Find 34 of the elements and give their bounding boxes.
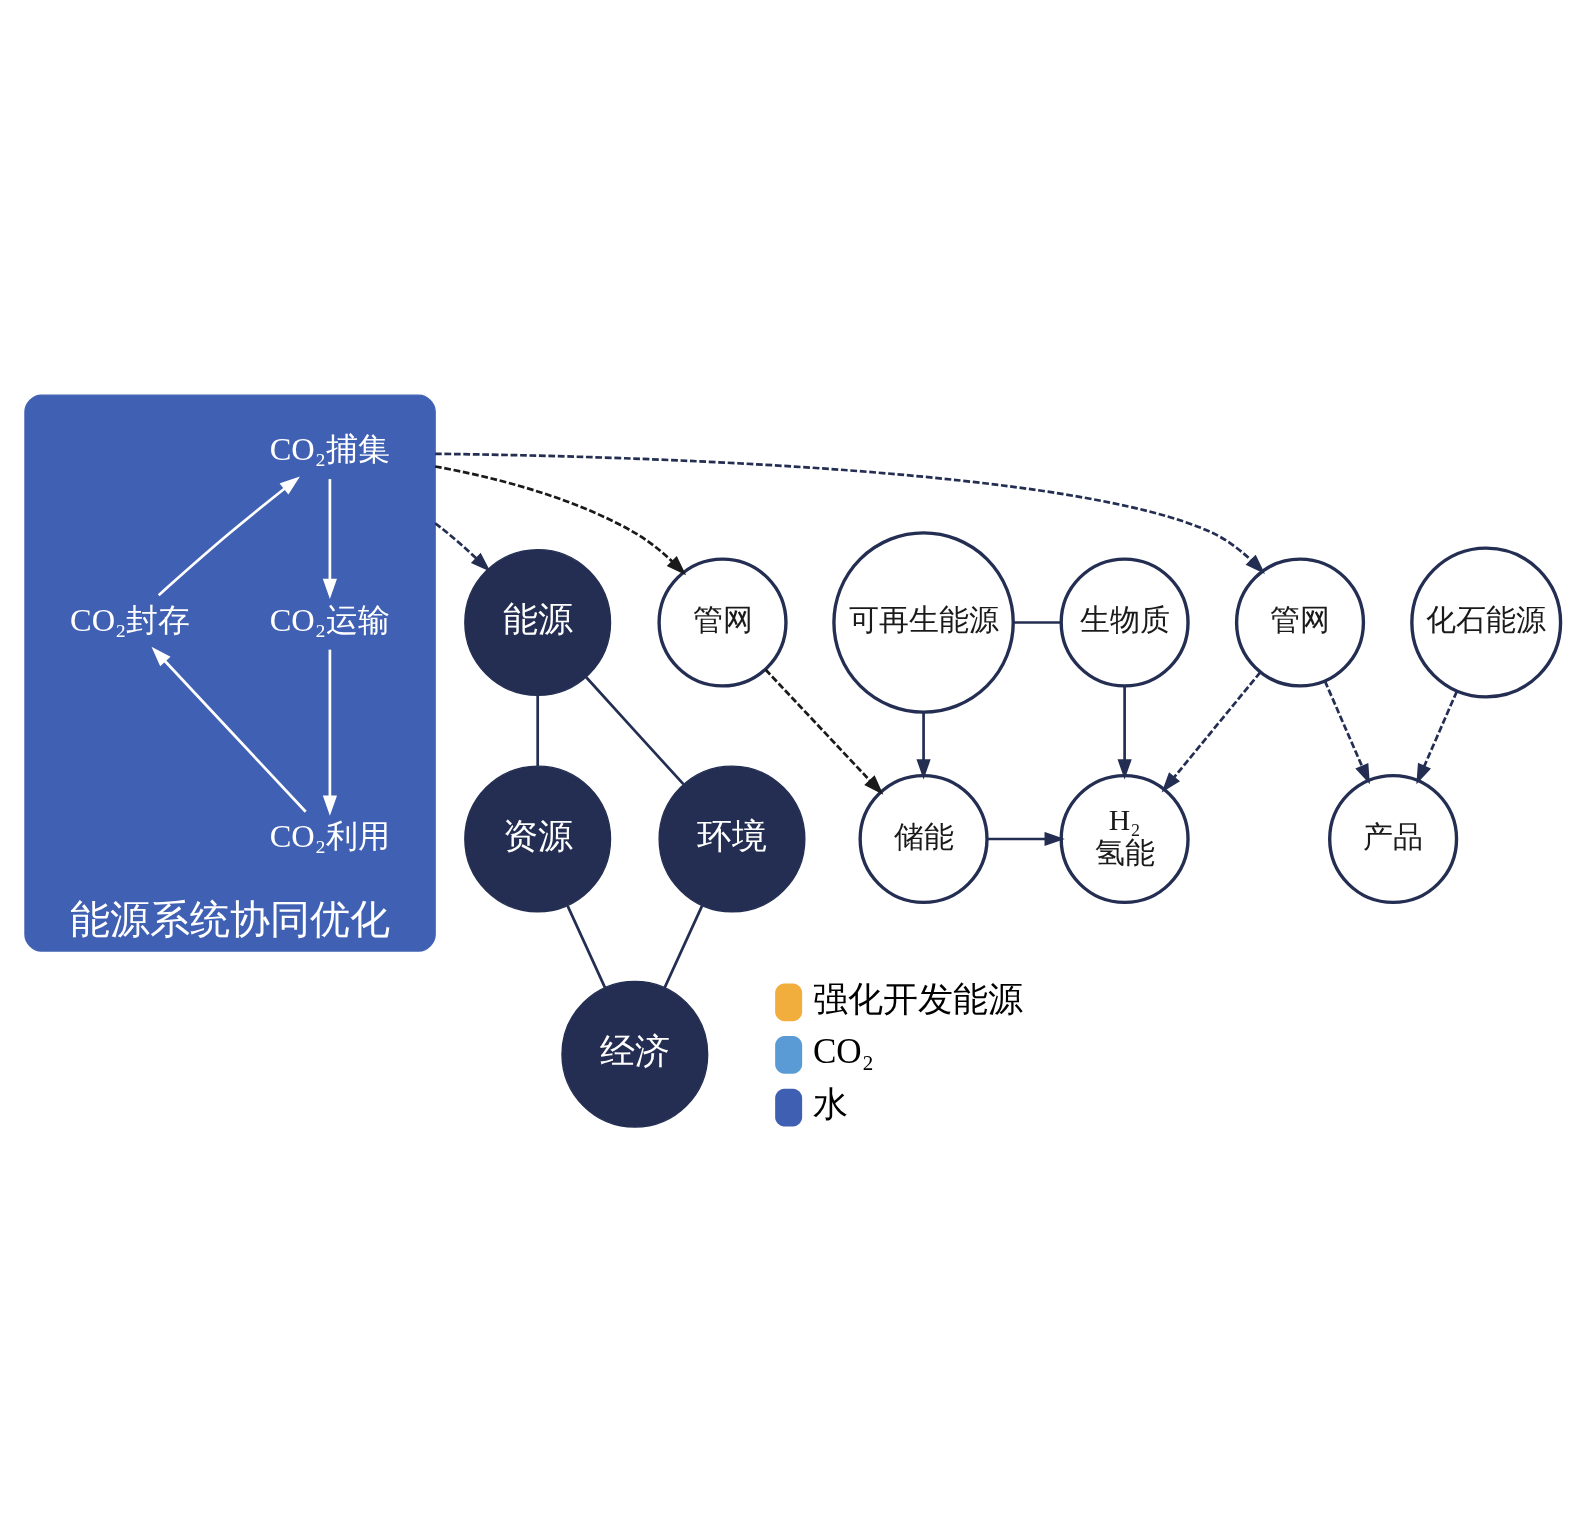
node-circle: 能源 — [464, 548, 612, 696]
node-circle: 生物质 — [1059, 556, 1190, 688]
node-circle: 化石能源 — [1410, 545, 1563, 699]
arrow — [151, 646, 307, 813]
arrow — [1416, 690, 1458, 784]
arrow — [764, 668, 884, 795]
arrow — [987, 831, 1065, 846]
node-text: CO₂利用 — [269, 817, 391, 854]
arrow — [1117, 685, 1132, 780]
connector — [1013, 620, 1061, 624]
legend-label: CO₂ — [812, 1031, 874, 1071]
arrow — [322, 478, 337, 599]
connector — [663, 904, 704, 988]
node-text: CO₂捕集 — [269, 430, 391, 467]
node-circle: 经济 — [561, 980, 709, 1128]
legend-label: 强化开发能源 — [812, 979, 1023, 1019]
arrow — [322, 649, 337, 816]
arrow — [1323, 680, 1370, 784]
arrow — [434, 521, 491, 572]
node-circle: 可再生能源 — [832, 530, 1015, 714]
node-circle: 资源 — [464, 765, 612, 913]
connector — [566, 904, 607, 988]
connector — [585, 675, 685, 785]
node-circle: 环境 — [658, 765, 806, 913]
node-text: CO₂运输 — [269, 601, 391, 638]
arrow — [916, 712, 931, 780]
legend-label: 水 — [812, 1084, 848, 1124]
connector — [536, 695, 540, 766]
arrow — [434, 464, 687, 575]
arrow — [435, 451, 1265, 574]
node-text: CO₂封存 — [70, 601, 191, 638]
arrow — [157, 475, 300, 596]
node-circle: 产品 — [1328, 773, 1459, 904]
arrow — [1161, 671, 1262, 792]
